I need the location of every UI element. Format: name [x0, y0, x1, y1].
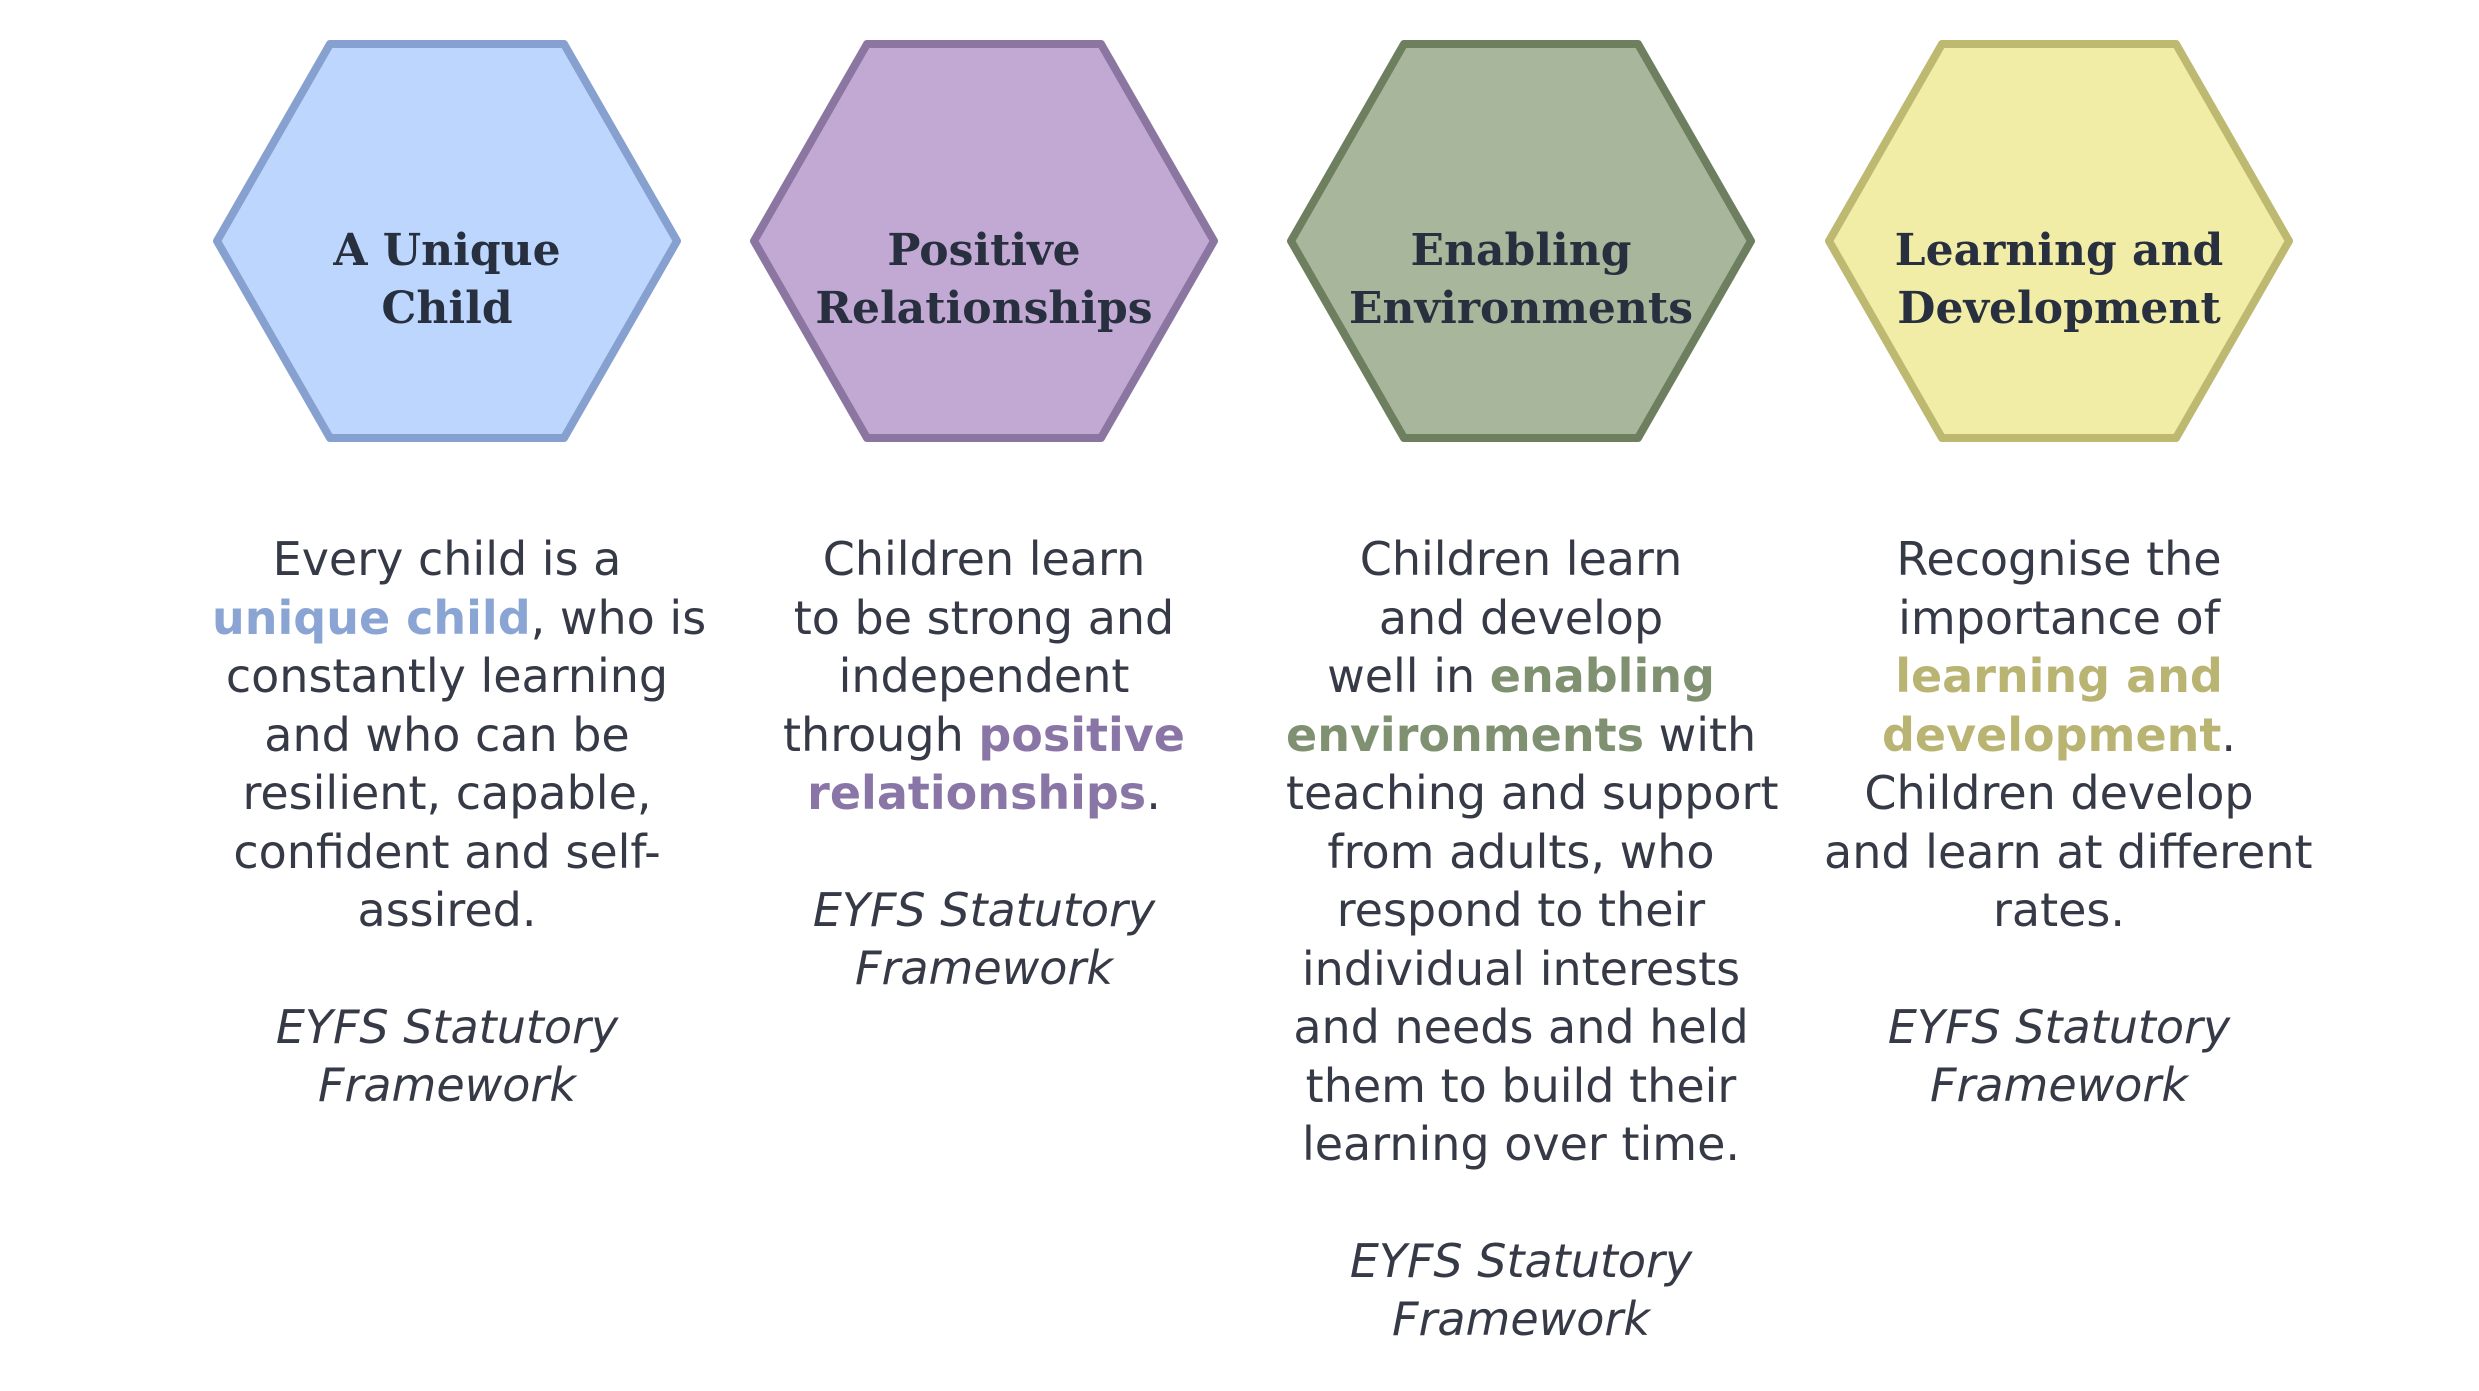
source-line: Framework [1930, 1058, 2188, 1112]
principle-enabling-environments: Enabling Environments Children learn and… [1241, 0, 1801, 1391]
principle-description: Every child is a unique child, who is co… [212, 530, 706, 1115]
source-line: EYFS Statutory [1887, 999, 2231, 1054]
desc-line: well in enabling [1286, 647, 1756, 706]
desc-line: unique child, who is [212, 589, 706, 648]
title-line: Relationships [815, 283, 1153, 334]
source-line: EYFS Statutory [812, 882, 1156, 937]
title-line: Positive [887, 225, 1081, 276]
principle-description: Children learn to be strong and independ… [749, 530, 1219, 998]
desc-line: individual interests [1301, 941, 1741, 996]
desc-text: well in [1327, 649, 1490, 703]
principle-learning-and-development: Learning and Development Recognise the i… [1779, 0, 2339, 1391]
desc-line: and needs and held [1293, 1000, 1749, 1054]
highlight-positive: positive [978, 707, 1185, 762]
unique-child-hexagon: A Unique Child [213, 40, 681, 442]
desc-line: and learn at different [1824, 824, 2313, 879]
desc-line: learning over time. [1301, 1117, 1741, 1171]
source-citation: EYFS Statutory Framework [749, 881, 1219, 998]
highlight-enabling: enabling [1489, 649, 1715, 703]
desc-line: from adults, who [1327, 824, 1715, 879]
principle-unique-child: A Unique Child Every child is a unique c… [167, 0, 727, 1391]
desc-line: them to build their [1305, 1058, 1737, 1113]
highlight-environments: environments [1286, 707, 1644, 762]
source-citation: EYFS Statutory Framework [1824, 998, 2294, 1115]
desc-line: development. [1824, 706, 2294, 765]
desc-line: and develop [1378, 590, 1664, 645]
enabling-environments-hexagon: Enabling Environments [1287, 40, 1755, 442]
desc-line: environments with [1286, 706, 1756, 765]
desc-line: and who can be [264, 707, 630, 762]
desc-line: learning and [1824, 647, 2294, 706]
source-citation: EYFS Statutory Framework [212, 998, 682, 1115]
source-line: Framework [1392, 1292, 1650, 1346]
desc-line: independent [838, 649, 1130, 703]
desc-line: rates. [1992, 883, 2126, 937]
desc-text: with [1643, 707, 1757, 762]
desc-line: confident and self- [233, 824, 661, 879]
highlight-learning-and: learning and [1895, 649, 2223, 703]
positive-relationships-hexagon: Positive Relationships [750, 40, 1218, 442]
principle-description: Recognise the importance of learning and… [1824, 530, 2313, 1115]
hexagon-shape [213, 40, 681, 442]
desc-line: Recognise the [1896, 532, 2222, 586]
desc-text: through [783, 707, 979, 762]
highlight-unique-child: unique child [212, 590, 531, 645]
title-line: Learning and [1894, 225, 2224, 276]
title-line: Enabling [1410, 225, 1632, 276]
source-line: EYFS Statutory [1349, 1233, 1693, 1288]
hexagon-title: Positive Relationships [809, 222, 1159, 338]
hexagon-shape [750, 40, 1218, 442]
title-line: Child [381, 283, 513, 334]
source-citation: EYFS Statutory Framework [1286, 1232, 1756, 1349]
desc-text: . [2221, 707, 2237, 762]
desc-line: through positive [749, 706, 1219, 765]
desc-line: teaching and support [1286, 766, 1779, 820]
desc-line: constantly learning [225, 649, 669, 703]
source-line: Framework [318, 1058, 576, 1112]
desc-line: importance of [1898, 590, 2220, 645]
learning-development-hexagon: Learning and Development [1825, 40, 2293, 442]
hexagon-title: A Unique Child [272, 222, 622, 338]
desc-text: , who is [530, 590, 707, 645]
title-line: Development [1897, 283, 2221, 334]
hexagon-shape [1287, 40, 1755, 442]
desc-text: . [1146, 766, 1161, 820]
desc-line: Children learn [1359, 532, 1683, 586]
desc-line: relationships. [749, 764, 1219, 823]
principle-description: Children learn and develop well in enabl… [1286, 530, 1779, 1349]
desc-line: Every child is a [272, 532, 622, 586]
principle-positive-relationships: Positive Relationships Children learn to… [704, 0, 1264, 1391]
highlight-development: development [1881, 707, 2222, 762]
desc-line: respond to their [1336, 883, 1706, 937]
source-line: Framework [855, 941, 1113, 995]
desc-line: to be strong and [793, 590, 1175, 645]
desc-line: assired. [357, 883, 537, 937]
hexagon-title: Learning and Development [1884, 222, 2234, 338]
title-line: A Unique [333, 225, 561, 276]
title-line: Environments [1349, 283, 1693, 334]
desc-line: Children develop [1864, 766, 2254, 820]
hexagon-title: Enabling Environments [1346, 222, 1696, 338]
highlight-relationships: relationships [807, 766, 1147, 820]
desc-line: Children learn [822, 532, 1146, 586]
hexagon-shape [1825, 40, 2293, 442]
desc-line: resilient, capable, [242, 766, 652, 820]
source-line: EYFS Statutory [275, 999, 619, 1054]
